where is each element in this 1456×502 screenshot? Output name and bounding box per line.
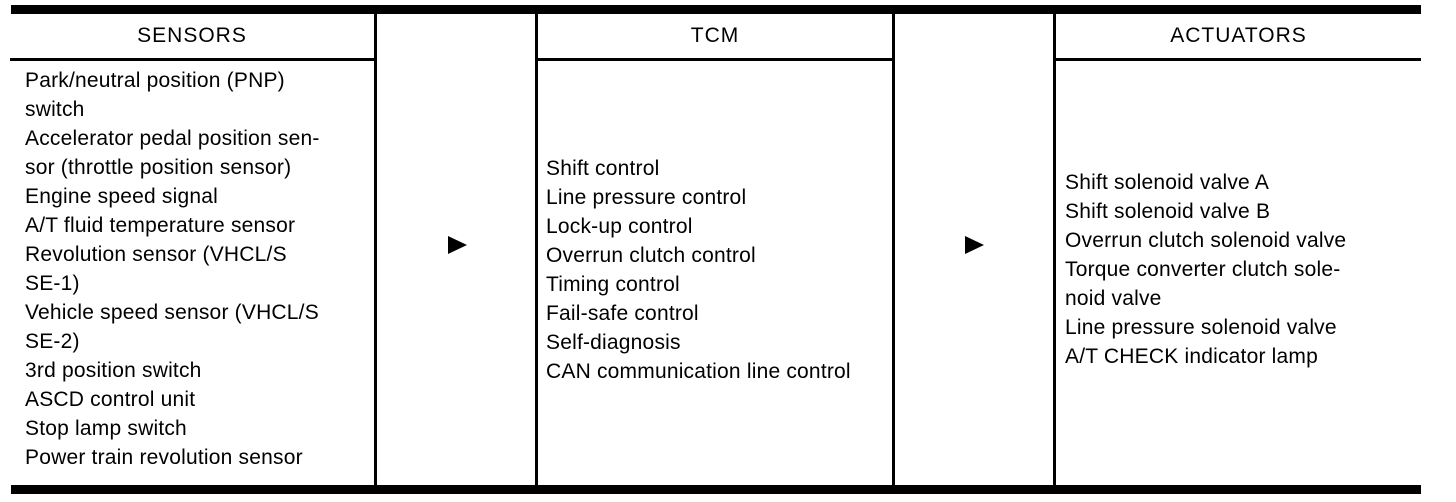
sensors-column-header: SENSORS <box>137 24 247 47</box>
sensor-item: 3rd position switch <box>25 359 202 382</box>
tcm-function-item: Shift control <box>546 157 660 180</box>
actuator-item: Shift solenoid valve B <box>1065 200 1271 223</box>
sensor-item: Park/neutral position (PNP) switch <box>25 69 285 121</box>
sensor-item: Engine speed signal <box>25 185 218 208</box>
tcm-column-body: Shift control Line pressure control Lock… <box>546 154 890 386</box>
actuator-item: A/T CHECK indicator lamp <box>1065 345 1318 368</box>
right-arrow-icon <box>448 236 467 254</box>
sensor-item: ASCD control unit <box>25 388 196 411</box>
bottom-border-rule <box>11 485 1421 494</box>
tcm-column-left-border <box>535 14 538 485</box>
tcm-function-item: Overrun clutch control <box>546 244 756 267</box>
actuators-header-separator <box>1056 58 1421 61</box>
tcm-function-item: Timing control <box>546 273 680 296</box>
top-border-rule <box>11 5 1421 14</box>
actuators-column-body: Shift solenoid valve A Shift solenoid va… <box>1065 168 1421 371</box>
actuators-column-left-border <box>1053 14 1056 485</box>
actuator-item: Shift solenoid valve A <box>1065 171 1270 194</box>
sensor-item: Accelerator pedal position sen- sor (thr… <box>25 127 320 179</box>
actuator-item: Line pressure solenoid valve <box>1065 316 1337 339</box>
tcm-header-separator <box>538 58 892 61</box>
tcm-function-item: CAN communication line control <box>546 360 851 383</box>
right-arrow-icon <box>965 236 984 254</box>
tcm-function-item: Line pressure control <box>546 186 747 209</box>
sensor-item: Vehicle speed sensor (VHCL/S SE-2) <box>25 301 319 353</box>
sensors-column-right-border <box>374 14 377 485</box>
tcm-function-item: Lock-up control <box>546 215 693 238</box>
sensors-header-separator <box>10 58 374 61</box>
actuator-item: Torque converter clutch sole- noid valve <box>1065 258 1341 310</box>
actuators-column-header: ACTUATORS <box>1170 24 1307 47</box>
sensor-item: Power train revolution sensor <box>25 446 303 469</box>
sensor-item: Stop lamp switch <box>25 417 187 440</box>
sensor-item: A/T fluid temperature sensor <box>25 214 296 237</box>
actuator-item: Overrun clutch solenoid valve <box>1065 229 1347 252</box>
tcm-column-right-border <box>892 14 895 485</box>
tcm-function-item: Fail-safe control <box>546 302 699 325</box>
tcm-function-item: Self-diagnosis <box>546 331 681 354</box>
sensors-column-body: Park/neutral position (PNP) switch Accel… <box>25 66 375 472</box>
sensor-item: Revolution sensor (VHCL/S SE-1) <box>25 243 287 295</box>
tcm-column-header: TCM <box>690 24 740 47</box>
